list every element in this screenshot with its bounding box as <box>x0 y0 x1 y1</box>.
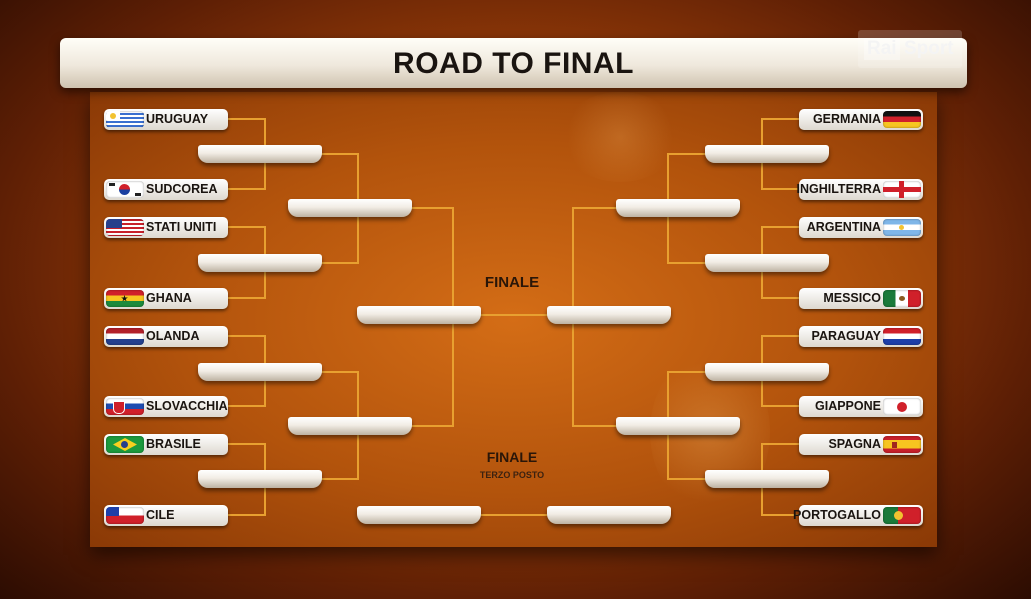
quarterfinal-slot-left-2[interactable] <box>198 254 322 272</box>
team-uruguay[interactable]: URUGUAY <box>104 109 228 130</box>
team-name: SPAGNA <box>828 437 881 451</box>
team-spagna[interactable]: SPAGNA <box>799 434 923 455</box>
team-name: GIAPPONE <box>815 399 881 413</box>
team-name: STATI UNITI <box>146 220 217 234</box>
quarterfinal-slot-right-2[interactable] <box>705 254 829 272</box>
team-ghana[interactable]: GHANA <box>104 288 228 309</box>
third-place-slot-left[interactable] <box>357 506 481 524</box>
team-olanda[interactable]: OLANDA <box>104 326 228 347</box>
quarterfinal-slot-left-3[interactable] <box>198 363 322 381</box>
team-name: INGHILTERRA <box>796 182 882 196</box>
final-label: FINALE <box>484 274 540 291</box>
final-slot-right[interactable] <box>547 306 671 324</box>
semifinal-slot-right-2[interactable] <box>616 417 740 435</box>
semifinal-slot-left-2[interactable] <box>288 417 412 435</box>
team-name: GHANA <box>146 291 192 305</box>
team-name: ARGENTINA <box>806 220 881 234</box>
third-place-slot-right[interactable] <box>547 506 671 524</box>
logo-rai: Rai <box>864 38 900 60</box>
team-portogallo[interactable]: PORTOGALLO <box>793 505 923 526</box>
quarterfinal-slot-left-1[interactable] <box>198 145 322 163</box>
team-inghilterra[interactable]: INGHILTERRA <box>796 179 923 200</box>
germany-flag-icon <box>883 111 921 128</box>
team-slovacchia[interactable]: SLOVACCHIA <box>104 396 228 417</box>
quarterfinal-slot-left-4[interactable] <box>198 470 322 488</box>
team-name: PORTOGALLO <box>793 508 881 522</box>
quarterfinal-slot-right-4[interactable] <box>705 470 829 488</box>
team-messico[interactable]: MESSICO <box>799 288 923 309</box>
third-place-label: FINALE <box>486 449 538 465</box>
japan-flag-icon <box>883 398 921 415</box>
korea-flag-icon <box>106 181 144 198</box>
team-argentina[interactable]: ARGENTINA <box>799 217 923 238</box>
team-stati-uniti[interactable]: STATI UNITI <box>104 217 228 238</box>
team-sudcorea[interactable]: SUDCOREA <box>104 179 228 200</box>
team-giappone[interactable]: GIAPPONE <box>799 396 923 417</box>
team-brasile[interactable]: BRASILE <box>104 434 228 455</box>
argentina-flag-icon <box>883 219 921 236</box>
team-name: GERMANIA <box>812 112 881 126</box>
team-name: SUDCOREA <box>146 182 218 196</box>
uruguay-flag-icon <box>106 111 144 128</box>
paraguay-flag-icon <box>883 328 921 345</box>
team-name: SLOVACCHIA <box>146 399 228 413</box>
third-place-sublabel: TERZO POSTO <box>479 470 545 480</box>
semifinal-slot-right-1[interactable] <box>616 199 740 217</box>
team-germania[interactable]: GERMANIA <box>799 109 923 130</box>
final-slot-left[interactable] <box>357 306 481 324</box>
portugal-flag-icon <box>883 507 921 524</box>
mexico-flag-icon <box>883 290 921 307</box>
team-cile[interactable]: CILE <box>104 505 228 526</box>
england-flag-icon <box>883 181 921 198</box>
title-banner: ROAD TO FINAL <box>60 38 967 88</box>
page-title: ROAD TO FINAL <box>393 47 634 80</box>
logo-sport: Sport <box>904 38 954 59</box>
team-name: BRASILE <box>146 437 201 451</box>
team-name: CILE <box>146 508 175 522</box>
spain-flag-icon <box>883 436 921 453</box>
netherlands-flag-icon <box>106 328 144 345</box>
brazil-flag-icon <box>106 436 144 453</box>
swoosh-decoration <box>560 92 680 182</box>
rai-sport-logo: Rai Sport <box>858 30 962 68</box>
team-name: OLANDA <box>146 329 200 343</box>
team-name: MESSICO <box>823 291 881 305</box>
quarterfinal-slot-right-3[interactable] <box>705 363 829 381</box>
chile-flag-icon <box>106 507 144 524</box>
team-name: URUGUAY <box>146 112 209 126</box>
semifinal-slot-left-1[interactable] <box>288 199 412 217</box>
usa-flag-icon <box>106 219 144 236</box>
team-name: PARAGUAY <box>811 329 881 343</box>
ghana-flag-icon <box>106 290 144 307</box>
team-paraguay[interactable]: PARAGUAY <box>799 326 923 347</box>
slovakia-flag-icon <box>106 398 144 415</box>
quarterfinal-slot-right-1[interactable] <box>705 145 829 163</box>
